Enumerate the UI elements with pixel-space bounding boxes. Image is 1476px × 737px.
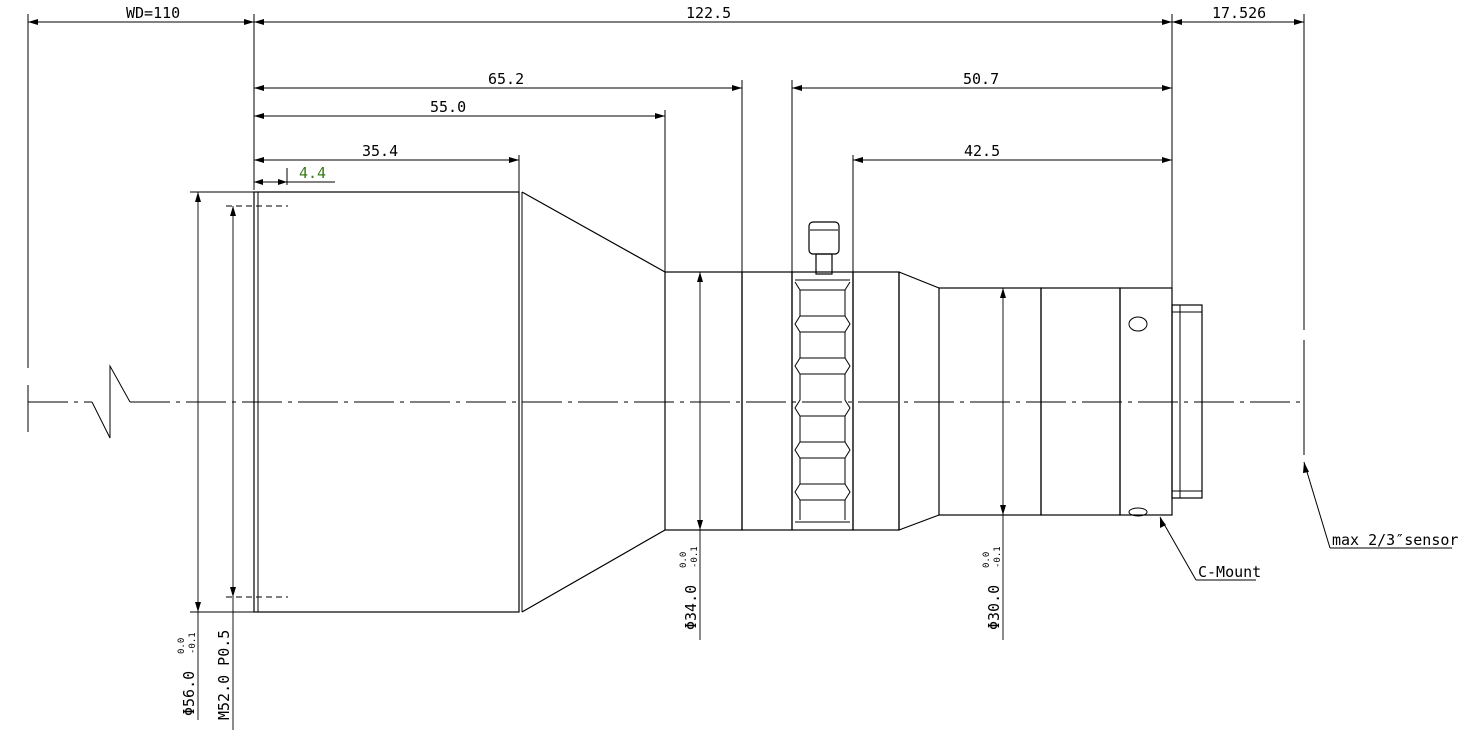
diameter-dimensions xyxy=(190,191,1006,730)
tol-lower-34: -0.1 xyxy=(690,546,700,568)
label-dia34: Φ34.0 xyxy=(682,585,700,630)
leaders xyxy=(1159,461,1452,581)
label-4-4: 4.4 xyxy=(299,164,326,182)
label-m52-group: M52.0 P0.5 xyxy=(215,630,233,720)
lock-screw xyxy=(808,221,840,275)
tol-upper-30: 0.0 xyxy=(982,552,992,568)
label-35-4: 35.4 xyxy=(362,142,398,160)
optical-axis xyxy=(28,364,1305,439)
thread-dashes xyxy=(226,205,288,598)
label-50-7: 50.7 xyxy=(963,70,999,88)
label-c-mount: C-Mount xyxy=(1198,563,1261,581)
label-dia56-group: Φ56.0 0.0 -0.1 xyxy=(177,632,198,716)
label-flange: 17.526 xyxy=(1212,4,1266,22)
label-dia30: Φ30.0 xyxy=(985,585,1003,630)
label-42-5: 42.5 xyxy=(964,142,1000,160)
label-total-length: 122.5 xyxy=(686,4,731,22)
tol-upper-56: 0.0 xyxy=(177,638,187,654)
label-sensor: max 2/3″sensor xyxy=(1332,531,1458,549)
label-m52: M52.0 P0.5 xyxy=(215,630,233,720)
label-dia56: Φ56.0 xyxy=(180,671,198,716)
extension-lines xyxy=(27,14,1305,455)
tol-lower-56: -0.1 xyxy=(188,632,198,654)
tol-upper-34: 0.0 xyxy=(679,552,689,568)
focus-ring-knurl xyxy=(794,279,851,523)
label-dia30-group: Φ30.0 0.0 -0.1 xyxy=(982,546,1003,630)
tol-lower-30: -0.1 xyxy=(993,546,1003,568)
label-65-2: 65.2 xyxy=(488,70,524,88)
label-dia34-group: Φ34.0 0.0 -0.1 xyxy=(679,546,700,630)
label-wd: WD=110 xyxy=(126,4,180,22)
dimension-labels: WD=110 122.5 17.526 65.2 55.0 35.4 4.4 5… xyxy=(126,4,1266,182)
label-55-0: 55.0 xyxy=(430,98,466,116)
lens-body xyxy=(253,191,1203,613)
horizontal-dimensions xyxy=(28,19,1304,185)
